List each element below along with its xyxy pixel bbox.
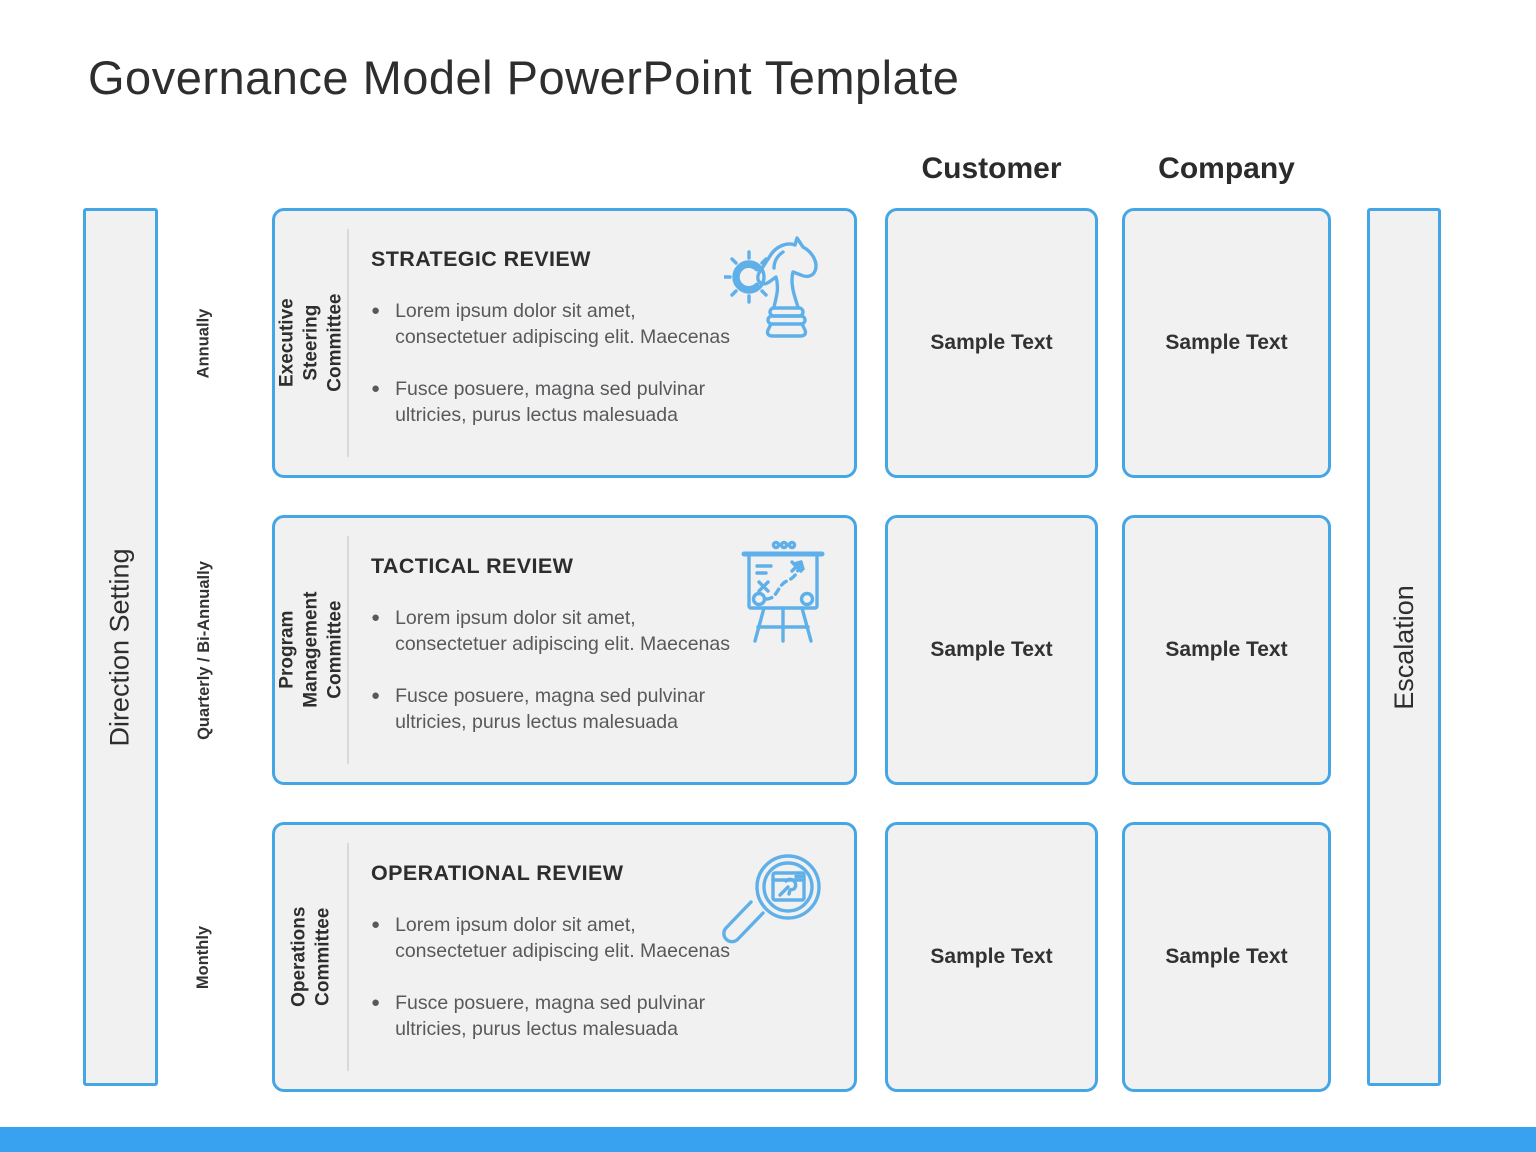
company-sample-box: Sample Text bbox=[1122, 208, 1331, 478]
direction-setting-label: Direction Setting bbox=[105, 547, 136, 747]
operational-review-card: Operations Committee OPERATIONAL REVIEW … bbox=[272, 822, 857, 1092]
bullet-list: ●Lorem ipsum dolor sit amet, consectetue… bbox=[371, 298, 731, 428]
bullet-item: ●Fusce posuere, magna sed pulvinar ultri… bbox=[371, 992, 706, 1040]
bullet-list: ●Lorem ipsum dolor sit amet, consectetue… bbox=[371, 912, 731, 1042]
frequency-label-monthly: Monthly bbox=[194, 925, 213, 989]
bullet-item: ●Lorem ipsum dolor sit amet, consectetue… bbox=[371, 607, 730, 655]
magnifier-wrench-icon bbox=[716, 845, 834, 967]
company-column-header: Company bbox=[1158, 152, 1295, 185]
bullet-dot: ● bbox=[371, 302, 381, 319]
bullet-dot: ● bbox=[371, 994, 381, 1011]
company-sample-box: Sample Text bbox=[1122, 822, 1331, 1092]
strategic-review-card: Executive Steering Committee STRATEGIC R… bbox=[272, 208, 857, 478]
bullet-dot: ● bbox=[371, 687, 381, 704]
company-sample-box: Sample Text bbox=[1122, 515, 1331, 785]
committee-label-executive-steering: Executive Steering Committee bbox=[276, 293, 345, 393]
frequency-label-quarterly: Quarterly / Bi-Annually bbox=[194, 560, 213, 740]
footer-accent-bar bbox=[0, 1127, 1536, 1152]
frequency-label-annually: Annually bbox=[194, 308, 213, 378]
escalation-label: Escalation bbox=[1388, 584, 1419, 710]
review-title: OPERATIONAL REVIEW bbox=[371, 861, 624, 885]
card-divider bbox=[347, 536, 349, 764]
bullet-item: ●Lorem ipsum dolor sit amet, consectetue… bbox=[371, 914, 730, 962]
committee-label-program-management: Program Management Committee bbox=[276, 591, 345, 709]
bullet-dot: ● bbox=[371, 380, 381, 397]
customer-column-header: Customer bbox=[921, 152, 1062, 185]
bullet-dot: ● bbox=[371, 609, 381, 626]
chess-knight-gear-icon bbox=[724, 231, 834, 343]
card-divider bbox=[347, 229, 349, 457]
strategy-board-icon bbox=[732, 538, 834, 650]
customer-sample-box: Sample Text bbox=[885, 515, 1098, 785]
page-title: Governance Model PowerPoint Template bbox=[88, 51, 960, 104]
review-title: STRATEGIC REVIEW bbox=[371, 247, 591, 271]
bullet-dot: ● bbox=[371, 916, 381, 933]
tactical-review-card: Program Management Committee TACTICAL RE… bbox=[272, 515, 857, 785]
bullet-item: ●Lorem ipsum dolor sit amet, consectetue… bbox=[371, 300, 730, 348]
committee-label-operations: Operations Committee bbox=[288, 906, 333, 1008]
bullet-item: ●Fusce posuere, magna sed pulvinar ultri… bbox=[371, 685, 706, 733]
escalation-bar: Escalation bbox=[1367, 208, 1441, 1086]
card-divider bbox=[347, 843, 349, 1071]
direction-setting-bar: Direction Setting bbox=[83, 208, 158, 1086]
bullet-list: ●Lorem ipsum dolor sit amet, consectetue… bbox=[371, 605, 731, 735]
customer-sample-box: Sample Text bbox=[885, 208, 1098, 478]
customer-sample-box: Sample Text bbox=[885, 822, 1098, 1092]
review-title: TACTICAL REVIEW bbox=[371, 554, 574, 578]
bullet-item: ●Fusce posuere, magna sed pulvinar ultri… bbox=[371, 378, 706, 426]
